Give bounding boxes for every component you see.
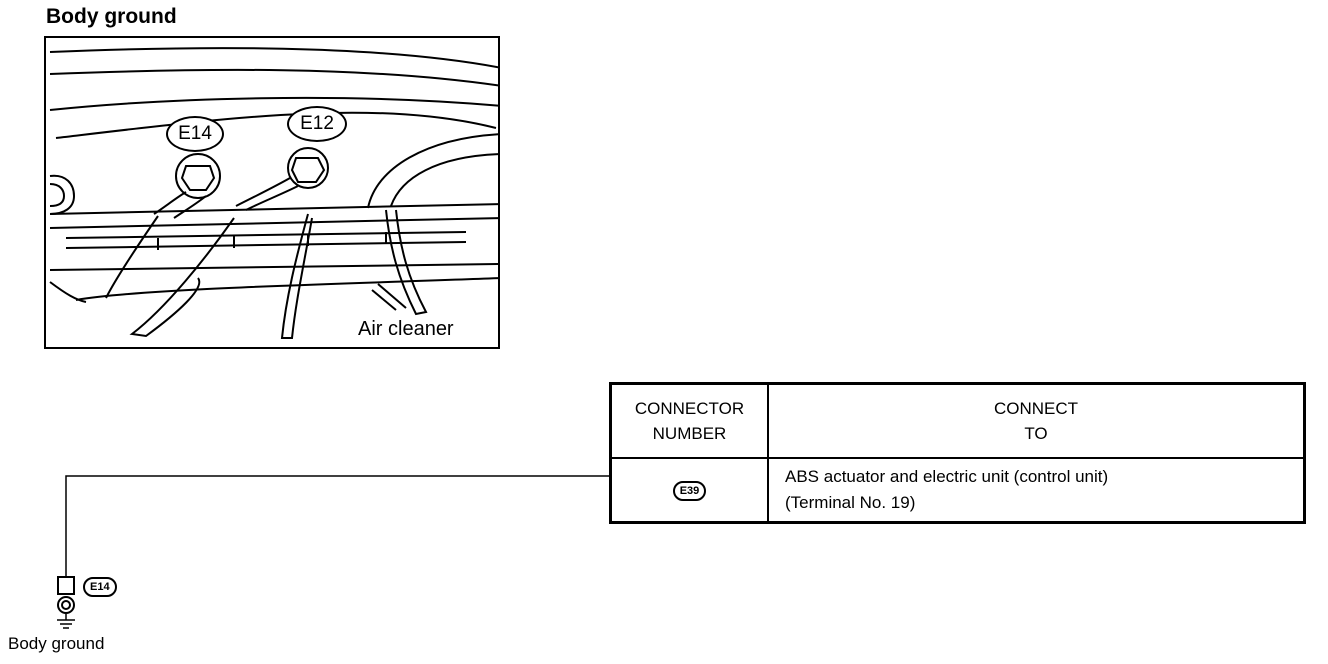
engine-bay-illustration: E14 E12 Air cleaner [44, 36, 500, 349]
callout-e12: E12 [287, 106, 347, 142]
connector-number-cell: E39 [609, 457, 769, 524]
ground-connector-badge: E14 [83, 577, 117, 597]
connect-to-cell: ABS actuator and electric unit (control … [767, 457, 1306, 524]
connector-badge-e39: E39 [672, 481, 707, 501]
callout-e14: E14 [166, 116, 224, 152]
engine-bay-drawing [49, 47, 498, 339]
connect-to-line1: ABS actuator and electric unit (control … [785, 467, 1109, 486]
page-title: Body ground [46, 5, 177, 28]
table-row: E39 ABS actuator and electric unit (cont… [609, 457, 1306, 524]
connect-to-line2: (Terminal No. 19) [785, 493, 916, 512]
body-ground-label: Body ground [8, 634, 105, 653]
air-cleaner-label: Air cleaner [356, 318, 456, 341]
